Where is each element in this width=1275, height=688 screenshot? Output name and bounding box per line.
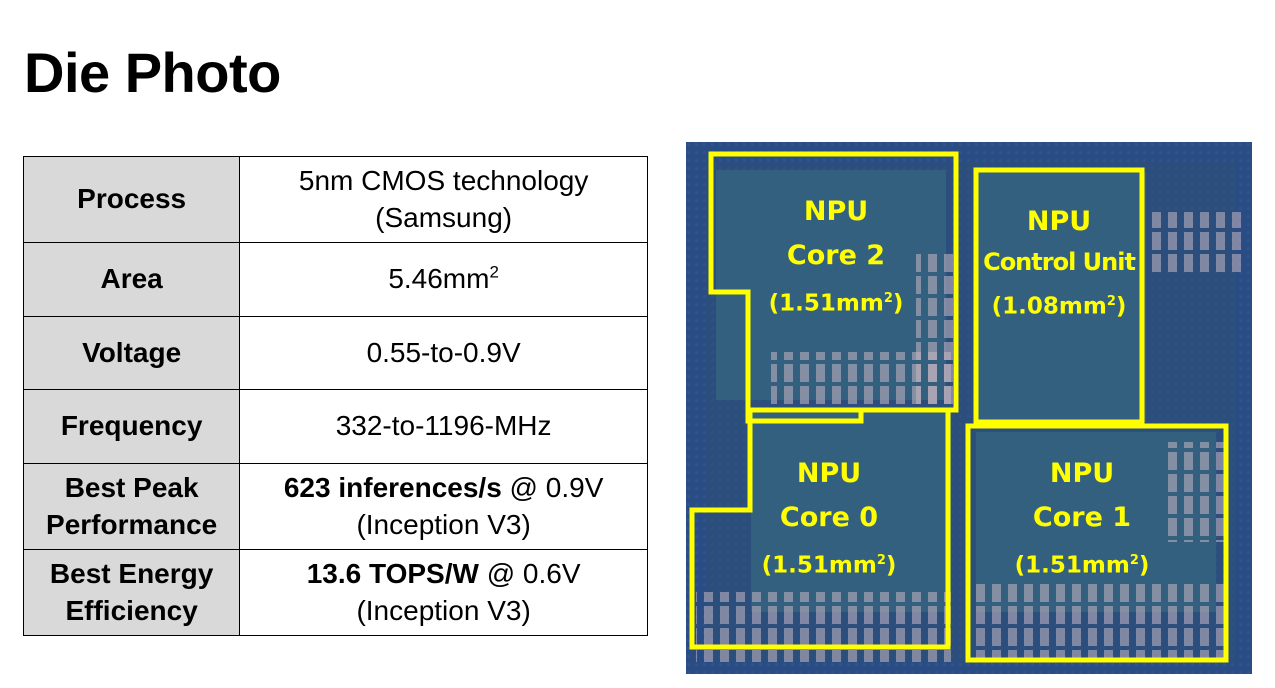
table-row: Area 5.46mm2 xyxy=(22,242,648,317)
core1-name: NPU xyxy=(1049,458,1115,489)
table-row: Best Energy Efficiency 13.6 TOPS/W @ 0.6… xyxy=(22,549,648,636)
spec-table: Process 5nm CMOS technology (Samsung) Ar… xyxy=(22,156,648,636)
control-unit-area: (1.08mm2) xyxy=(991,293,1127,320)
memory-bank xyxy=(696,592,951,662)
peak-label-line1: Best Peak xyxy=(64,472,199,504)
core2-outline xyxy=(708,151,959,424)
core0-sub: Core 0 xyxy=(779,502,879,533)
control-unit-name: NPU xyxy=(1026,206,1092,237)
die-photo-graphic xyxy=(686,142,1252,674)
row-label: Area xyxy=(22,242,241,317)
area-value: 5.46mm xyxy=(388,263,490,295)
row-value: 623 inferences/s @ 0.9V (Inception V3) xyxy=(239,463,648,550)
core0-name: NPU xyxy=(796,458,862,489)
energy-value-bold: 13.6 TOPS/W xyxy=(306,558,479,590)
row-value: 13.6 TOPS/W @ 0.6V (Inception V3) xyxy=(239,549,648,636)
core0-region xyxy=(751,412,951,612)
row-label: Best Peak Performance xyxy=(22,463,241,550)
control-unit-sub: Control Unit xyxy=(983,248,1136,276)
energy-label-line2: Efficiency xyxy=(65,594,198,626)
memory-bank xyxy=(916,252,956,412)
process-line1: 5nm CMOS technology xyxy=(298,165,589,197)
control-unit-outline xyxy=(973,167,1145,425)
energy-label-line1: Best Energy xyxy=(49,558,214,590)
memory-bank xyxy=(1146,212,1246,272)
row-value: 332-to-1196-MHz xyxy=(239,389,648,464)
control-region xyxy=(976,172,1146,422)
row-label: Voltage xyxy=(22,316,241,390)
core1-sub: Core 1 xyxy=(1032,502,1132,533)
row-label: Frequency xyxy=(22,389,241,464)
row-value: 0.55-to-0.9V xyxy=(239,316,648,390)
core1-area: (1.51mm2) xyxy=(1014,552,1150,579)
memory-bank xyxy=(971,582,1226,662)
core0-outline xyxy=(689,407,951,650)
core2-sub: Core 2 xyxy=(786,240,886,271)
table-row: Process 5nm CMOS technology (Samsung) xyxy=(22,156,648,243)
row-value: 5nm CMOS technology (Samsung) xyxy=(239,156,648,243)
area-sup: 2 xyxy=(489,262,499,282)
peak-value-bold: 623 inferences/s xyxy=(283,472,502,504)
peak-value-rest: @ 0.9V xyxy=(501,472,604,504)
peak-label-line2: Performance xyxy=(46,508,218,540)
die-photo: NPU Core 2 (1.51mm2) NPU Control Unit (1… xyxy=(686,142,1252,674)
row-label: Best Energy Efficiency xyxy=(22,549,241,636)
table-row: Best Peak Performance 623 inferences/s @… xyxy=(22,463,648,550)
row-label: Process xyxy=(22,156,241,243)
core0-area: (1.51mm2) xyxy=(761,552,897,579)
energy-value-line2: (Inception V3) xyxy=(356,594,531,626)
table-row: Voltage 0.55-to-0.9V xyxy=(22,316,648,390)
peak-value-line2: (Inception V3) xyxy=(356,508,531,540)
memory-bank xyxy=(1161,442,1231,542)
core2-area: (1.51mm2) xyxy=(768,290,904,317)
core1-outline xyxy=(965,423,1229,663)
row-value: 5.46mm2 xyxy=(239,242,648,317)
core2-name: NPU xyxy=(803,196,869,227)
table-row: Frequency 332-to-1196-MHz xyxy=(22,389,648,464)
process-line2: (Samsung) xyxy=(375,201,513,233)
energy-value-rest: @ 0.6V xyxy=(478,558,581,590)
slide-title: Die Photo xyxy=(24,41,281,104)
